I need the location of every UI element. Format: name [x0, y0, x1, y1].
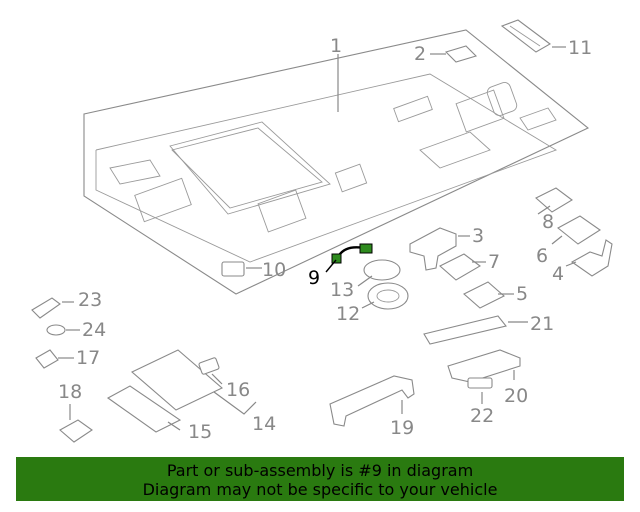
callout-15: 15	[188, 421, 212, 443]
callout-18: 18	[58, 381, 82, 403]
callout-17: 17	[76, 347, 100, 369]
wire-harness-part	[331, 243, 373, 264]
grab-handle-part-19	[329, 375, 415, 427]
callout-5: 5	[516, 283, 528, 305]
callout-6: 6	[536, 245, 548, 267]
cover-part-8	[535, 187, 573, 213]
clip-part	[221, 261, 245, 277]
callout-20: 20	[504, 385, 528, 407]
callout-7: 7	[488, 251, 500, 273]
lamp-part-7	[439, 253, 481, 281]
headliner-part	[83, 29, 590, 295]
callout-13: 13	[330, 279, 354, 301]
leader-lines	[58, 46, 577, 431]
callout-2: 2	[414, 43, 426, 65]
callout-labels: 1 2 11 10 9 3 7 5 8 6 4 13 12 21 20 22 1…	[58, 35, 592, 443]
sunvisor-part-15	[106, 385, 182, 433]
parts-diagram: 1 2 11 10 9 3 7 5 8 6 4 13 12 21 20 22 1…	[31, 19, 613, 443]
callout-3: 3	[472, 225, 484, 247]
callout-9: 9	[308, 267, 320, 289]
bracket-part	[500, 19, 551, 53]
ring-part-13	[363, 259, 401, 281]
clip-part-16	[198, 357, 220, 375]
callout-4: 4	[552, 263, 564, 285]
callout-16: 16	[226, 379, 250, 401]
pad-part	[444, 45, 478, 63]
module-part-6	[557, 215, 601, 245]
sunvisor-part	[131, 349, 223, 411]
console-part-20	[447, 349, 521, 383]
clip-part-23	[31, 297, 61, 319]
handle-bracket-part	[409, 227, 457, 271]
banner-line-1: Part or sub-assembly is #9 in diagram	[166, 461, 474, 480]
callout-10: 10	[262, 259, 286, 281]
callout-21: 21	[530, 313, 554, 335]
callout-19: 19	[390, 417, 414, 439]
clip-part-24	[46, 324, 66, 336]
bracket-part-4	[570, 239, 613, 277]
ring-inner-12	[376, 289, 400, 303]
callout-14: 14	[252, 413, 276, 435]
callout-8: 8	[542, 211, 554, 233]
clip-part-22	[467, 377, 493, 389]
banner-line-2: Diagram may not be specific to your vehi…	[142, 480, 498, 499]
clip-part-17	[35, 349, 59, 369]
cup-part-18	[59, 419, 93, 443]
callout-12: 12	[336, 303, 360, 325]
callout-22: 22	[470, 405, 494, 427]
info-banner: Part or sub-assembly is #9 in diagram Di…	[16, 457, 624, 501]
callout-23: 23	[78, 289, 102, 311]
callout-24: 24	[82, 319, 106, 341]
callout-1: 1	[330, 35, 342, 57]
ring-part-12	[367, 282, 409, 310]
callout-11: 11	[568, 37, 592, 59]
trim-part-21	[423, 315, 507, 345]
lamp-part-5	[463, 281, 505, 309]
